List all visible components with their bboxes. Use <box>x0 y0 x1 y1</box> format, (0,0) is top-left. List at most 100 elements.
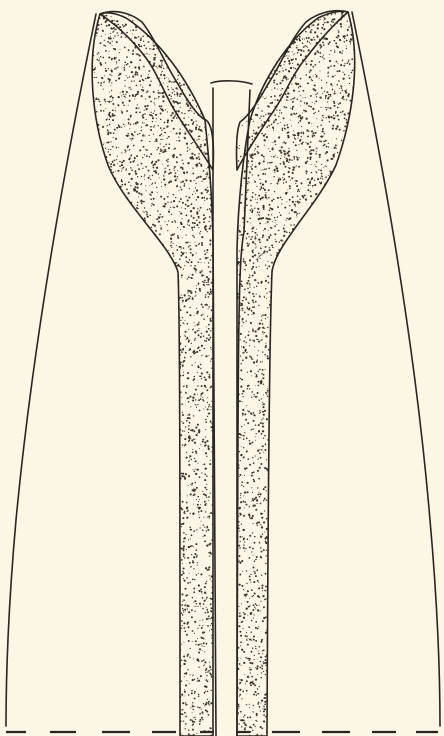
stipple-dot <box>121 180 123 182</box>
stipple-dot <box>128 15 129 16</box>
stipple-dot <box>142 87 143 88</box>
stipple-dot <box>194 471 196 473</box>
stipple-dot <box>186 337 188 339</box>
stipple-dot <box>163 82 164 83</box>
stipple-dot <box>205 703 207 705</box>
stipple-dot <box>190 429 192 431</box>
stipple-dot <box>194 113 195 114</box>
stipple-dot <box>115 108 116 109</box>
stipple-dot <box>208 134 209 135</box>
stipple-dot <box>128 49 129 50</box>
stipple-dot <box>127 192 129 194</box>
stipple-dot <box>204 200 205 201</box>
stipple-dot <box>189 94 191 96</box>
stipple-dot <box>195 352 196 353</box>
stipple-dot <box>188 341 190 343</box>
stipple-dot <box>187 224 188 225</box>
stipple-dot <box>194 579 195 580</box>
stipple-dot <box>205 304 207 306</box>
stipple-dot <box>188 475 190 477</box>
stipple-dot <box>203 151 204 152</box>
stipple-dot <box>116 63 117 64</box>
stipple-dot <box>130 155 132 157</box>
stipple-dot <box>190 545 192 547</box>
stipple-dot <box>108 24 110 26</box>
stipple-dot <box>101 36 102 37</box>
stipple-dot <box>176 93 178 95</box>
stipple-dot <box>192 397 194 399</box>
stipple-dot <box>199 221 201 223</box>
stipple-dot <box>194 600 196 602</box>
stipple-dot <box>204 340 205 341</box>
stipple-dot <box>204 527 205 528</box>
stipple-dot <box>112 97 114 99</box>
stipple-dot <box>163 175 165 177</box>
stipple-dot <box>182 375 184 377</box>
stipple-dot <box>160 113 162 115</box>
stipple-dot <box>190 210 192 212</box>
stipple-dot <box>205 379 207 381</box>
stipple-dot <box>204 586 206 588</box>
stipple-dot <box>208 544 210 546</box>
stipple-dot <box>118 96 120 98</box>
stipple-dot <box>209 630 210 631</box>
stipple-dot <box>185 208 186 209</box>
stipple-dot <box>104 99 106 101</box>
stipple-dot <box>143 66 145 68</box>
stipple-dot <box>205 670 207 672</box>
stipple-dot <box>189 245 190 246</box>
stipple-dot <box>175 114 176 115</box>
stipple-dot <box>201 717 203 719</box>
stipple-dot <box>173 200 175 202</box>
stipple-dot <box>202 713 203 714</box>
stipple-dot <box>192 167 193 168</box>
stipple-dot <box>198 244 199 245</box>
stipple-dot <box>115 80 117 82</box>
stipple-dot <box>204 540 206 542</box>
stipple-dot <box>195 543 197 545</box>
stipple-dot <box>193 236 194 237</box>
stipple-dot <box>206 389 208 391</box>
stipple-dot <box>189 307 190 308</box>
stipple-dot <box>194 376 196 378</box>
stipple-dot <box>182 237 183 238</box>
stipple-dot <box>184 477 185 478</box>
stipple-dot <box>128 124 129 125</box>
stipple-dot <box>204 487 206 489</box>
stipple-dot <box>153 102 154 103</box>
stipple-dot <box>188 428 190 430</box>
stipple-dot <box>184 696 185 697</box>
stipple-dot <box>201 333 202 334</box>
stipple-dot <box>175 101 177 103</box>
stipple-dot <box>123 105 125 107</box>
stipple-dot <box>160 143 161 144</box>
stipple-dot <box>192 702 193 703</box>
stipple-dot <box>195 549 197 551</box>
stipple-dot <box>105 70 107 72</box>
stipple-dot <box>195 193 196 194</box>
stipple-dot <box>202 397 203 398</box>
stipple-dot <box>134 189 136 191</box>
stipple-dot <box>208 284 210 286</box>
stipple-dot <box>193 439 194 440</box>
stipple-dot <box>177 89 178 90</box>
stipple-dot <box>160 227 161 228</box>
stipple-dot <box>207 187 208 188</box>
stipple-dot <box>197 311 199 313</box>
stipple-dot <box>297 52 299 54</box>
stipple-dot <box>205 421 207 423</box>
stipple-dot <box>158 98 159 99</box>
stipple-dot <box>110 166 112 168</box>
stipple-dot <box>108 113 110 115</box>
stipple-dot <box>192 597 194 599</box>
stipple-dot <box>121 95 122 96</box>
stipple-dot <box>154 224 156 226</box>
stipple-dot <box>197 507 198 508</box>
stipple-dot <box>96 35 97 36</box>
stipple-dot <box>207 231 208 232</box>
stipple-dot <box>164 221 165 222</box>
stipple-dot <box>182 501 184 503</box>
stipple-dot <box>205 503 207 505</box>
stipple-dot <box>94 77 95 78</box>
stipple-dot <box>164 132 165 133</box>
